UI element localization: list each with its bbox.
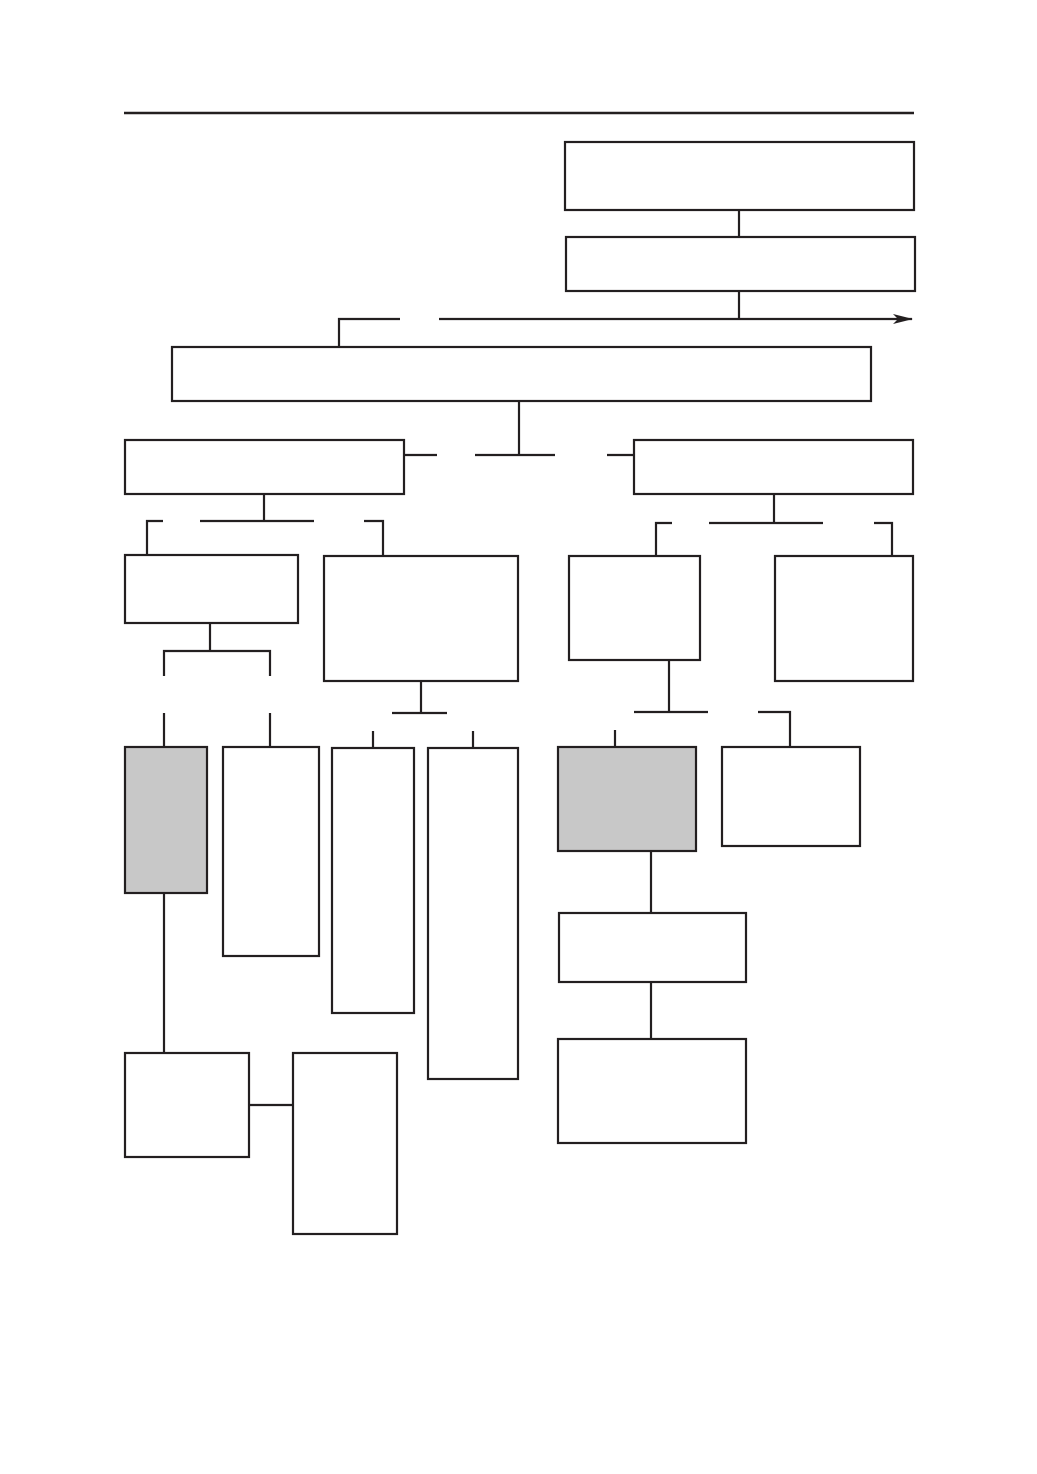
right-sub-box-2 [773,554,915,683]
left-sub-box-2 [322,554,520,683]
connector-right-sub-2 [874,521,894,556]
connector-lines [145,210,913,1107]
leaf-box-5 [556,745,698,853]
diagram-boxes [123,140,917,1236]
left-sub-box-1 [123,553,300,625]
leaf-box-1 [123,745,209,895]
leaf-box-4 [426,746,520,1081]
leaf-box-6 [720,745,862,848]
right-chain-box-1 [557,911,748,984]
connector-left-sub-1 [145,519,163,555]
leaf-box-3 [330,746,416,1015]
right-branch-box [632,438,915,496]
top-box-2 [564,235,917,293]
connector-left-sub-2 [364,519,385,556]
connector-to-wide-box [337,317,400,347]
leaf-box-2 [221,745,321,958]
right-chain-box-2 [556,1037,748,1145]
wide-box [170,345,873,403]
connector-leaf-6 [758,710,792,747]
bottom-box-2 [291,1051,399,1236]
bottom-box-1 [123,1051,251,1159]
right-sub-box-1 [567,554,702,662]
left-branch-box [123,438,406,496]
top-box-1 [563,140,916,212]
connector-left-sub-1-split [162,649,272,676]
connector-right-sub-1 [654,521,672,556]
